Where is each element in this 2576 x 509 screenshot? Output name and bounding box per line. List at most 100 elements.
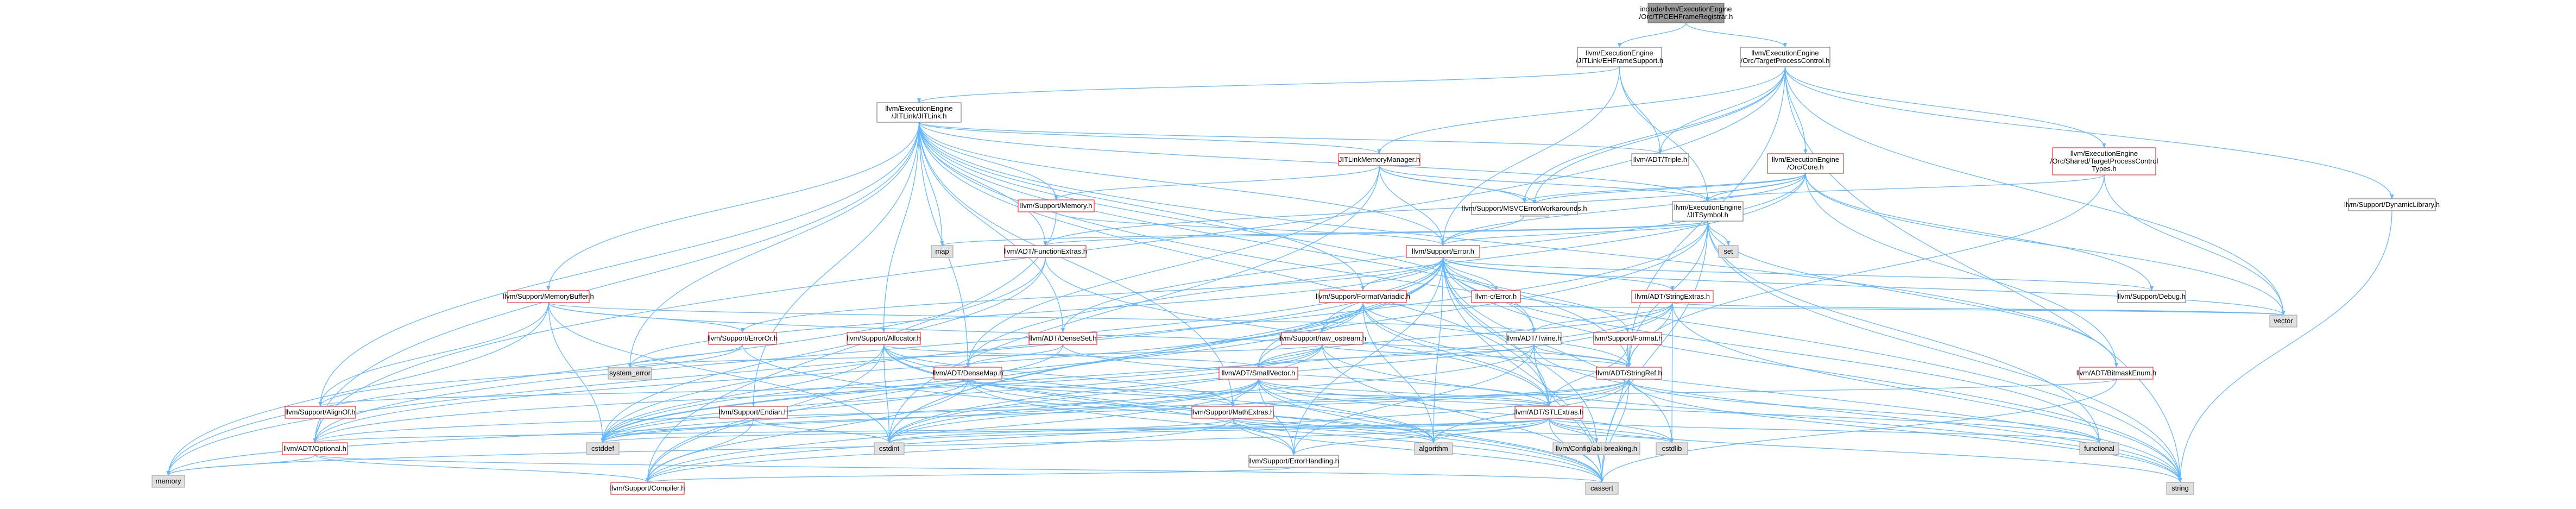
node-label: cstdint (879, 444, 900, 453)
edge-layer (166, 22, 2394, 483)
node-funcextras[interactable]: llvm/ADT/FunctionExtras.h (1003, 245, 1087, 258)
node-label: JITLinkMemoryManager.h (1338, 155, 1420, 164)
node-rawostream[interactable]: llvm/Support/raw_ostream.h (1278, 332, 1366, 345)
edge-dynlib-to-string (2178, 210, 2392, 483)
edge-stringextras-to-cstddef (601, 302, 1673, 443)
node-membuf[interactable]: llvm/Support/MemoryBuffer.h (503, 290, 594, 303)
node-jitlinkmem[interactable]: JITLinkMemoryManager.h (1338, 153, 1420, 166)
node-box (1585, 482, 1619, 495)
node-cstdlib: cstdlib (1656, 442, 1688, 455)
edge-jitlinkmem-to-future (1379, 165, 1537, 205)
edge-formatvariadic-to-vector (1362, 302, 2285, 316)
node-label: /JITSymbol.h (1687, 211, 1728, 219)
node-label: llvm/Support/ErrorHandling.h (1248, 457, 1339, 465)
node-debug[interactable]: llvm/Support/Debug.h (2117, 290, 2186, 303)
edge-orc_core-to-debug (1805, 173, 2154, 291)
edge-orc_tpc-to-jitlinkmem (1377, 66, 1786, 154)
edge-error-to-supformat (1442, 257, 1630, 333)
node-stlextras[interactable]: llvm/ADT/STLExtras.h (1514, 406, 1584, 419)
node-label: llvm/Support/Debug.h (2118, 292, 2186, 300)
node-label: llvm/Support/FormatVariadic.h (1316, 292, 1410, 300)
node-triple[interactable]: llvm/ADT/Triple.h (1631, 153, 1689, 166)
node-label: set (1723, 247, 1733, 255)
edge-orc_core-to-msvc (1523, 173, 1806, 203)
edge-orc_core-to-vector (1805, 173, 2285, 316)
node-stringref[interactable]: llvm/ADT/StringRef.h (1596, 367, 1662, 380)
node-orc_shared[interactable]: llvm/ExecutionEngine/Orc/Shared/TargetPr… (2050, 147, 2158, 175)
node-bitmaskenum[interactable]: llvm/ADT/BitmaskEnum.h (2076, 367, 2156, 380)
node-box (2117, 290, 2186, 303)
edge-smallvector-to-compiler (645, 379, 1259, 483)
node-endian[interactable]: llvm/Support/Endian.h (719, 406, 788, 419)
edge-rawostream-to-stringref (1322, 344, 1631, 368)
edge-jitlink_ehframe-to-jitlink_h (917, 66, 1620, 103)
node-orc_core[interactable]: llvm/ExecutionEngine/Orc/Core.h (1767, 153, 1844, 174)
node-densemap[interactable]: llvm/ADT/DenseMap.h (932, 367, 1003, 380)
node-supmem[interactable]: llvm/Support/Memory.h (1018, 199, 1095, 212)
node-alignof[interactable]: llvm/Support/AlignOf.h (285, 406, 356, 419)
edge-error-to-vector (1442, 257, 2285, 316)
edge-jitlink_ehframe-to-triple (1619, 66, 1663, 154)
node-box (1672, 201, 1744, 222)
node-errorhandling[interactable]: llvm/Support/ErrorHandling.h (1248, 455, 1339, 468)
edge-error-to-stlextras (1442, 257, 1551, 407)
node-erroror[interactable]: llvm/Support/ErrorOr.h (708, 332, 778, 345)
edge-formatvariadic-to-stlextras (1362, 302, 1551, 407)
node-label: map (935, 247, 949, 255)
node-stringextras[interactable]: llvm/ADT/StringExtras.h (1631, 290, 1714, 303)
edge-smallvector-to-cassert (1258, 379, 1604, 483)
edge-twine-to-stringref (1533, 344, 1631, 368)
node-functional: functional (2079, 442, 2119, 455)
edge-smallvector-to-algorithm (1258, 379, 1436, 443)
node-dynlib[interactable]: llvm/Support/DynamicLibrary.h (2344, 198, 2440, 211)
edge-error-to-systemerror (628, 257, 1444, 368)
edge-twine-to-errorhandling (1291, 344, 1535, 456)
node-label: llvm/ADT/Twine.h (1506, 334, 1561, 342)
node-jitlink_h[interactable]: llvm/ExecutionEngine/JITLink/JITLink.h (876, 102, 962, 123)
node-formatvariadic[interactable]: llvm/Support/FormatVariadic.h (1316, 290, 1410, 303)
node-jitlink_ehframe[interactable]: llvm/ExecutionEngine/JITLink/EHFrameSupp… (1576, 47, 1663, 67)
node-smallvector[interactable]: llvm/ADT/SmallVector.h (1218, 367, 1298, 380)
edge-error-to-cstdint (887, 257, 1444, 443)
node-label: llvm/Support/MemoryBuffer.h (503, 292, 594, 300)
edge-mathextras-to-errorhandling (1232, 418, 1296, 456)
edge-erroror-to-systemerror (628, 344, 743, 368)
node-box (1552, 442, 1640, 455)
node-denseset[interactable]: llvm/ADT/DenseSet.h (1028, 332, 1097, 345)
node-orc_tpc[interactable]: llvm/ExecutionEngine/Orc/TargetProcessCo… (1740, 47, 1830, 67)
node-compiler[interactable]: llvm/Support/Compiler.h (610, 482, 685, 495)
edge-densemap-to-cassert (967, 379, 1604, 483)
node-error[interactable]: llvm/Support/Error.h (1406, 245, 1480, 258)
node-label: llvm/Support/Error.h (1412, 247, 1474, 255)
edge-jitlinkmem-to-densemap (965, 165, 1380, 368)
node-label: llvm/Support/raw_ostream.h (1278, 334, 1366, 342)
node-box (719, 406, 788, 419)
node-optional[interactable]: llvm/ADT/Optional.h (282, 442, 348, 455)
node-cerror[interactable]: llvm-c/Error.h (1471, 290, 1521, 303)
node-label: memory (156, 477, 181, 485)
edge-stlextras-to-configbreak (1548, 418, 1599, 443)
node-cstddef: cstddef (586, 442, 620, 455)
node-msvc[interactable]: llvm/Support/MSVCErrorWorkarounds.h (1462, 202, 1587, 215)
node-jitsymbol[interactable]: llvm/ExecutionEngine/JITSymbol.h (1672, 201, 1744, 222)
node-label: llvm/ADT/Triple.h (1633, 155, 1687, 164)
node-box (1248, 455, 1339, 468)
edge-smallvector-to-functional (1258, 379, 2101, 443)
node-supformat[interactable]: llvm/Support/Format.h (1593, 332, 1663, 345)
node-label: /Orc/TPCEHFrameRegistrar.h (1639, 12, 1733, 21)
edge-allocator-to-cstdint (883, 344, 892, 443)
edge-stlextras-to-optional (313, 418, 1550, 443)
edge-error-to-erroror (741, 257, 1444, 333)
edge-jitlink_h-to-triple (918, 122, 1662, 154)
edge-denseset-to-cstddef (601, 344, 1064, 443)
edge-jitsymbol-to-bitmaskenum (1707, 221, 2119, 368)
node-twine[interactable]: llvm/ADT/Twine.h (1506, 332, 1562, 345)
edge-densemap-to-alignof (318, 379, 969, 407)
node-box (586, 442, 620, 455)
node-box (610, 482, 685, 495)
edge-funcextras-to-cstddef (601, 257, 1046, 443)
edge-error-to-stringextras (1442, 257, 1675, 291)
node-allocator[interactable]: llvm/Support/Allocator.h (847, 332, 921, 345)
node-mathextras[interactable]: llvm/Support/MathExtras.h (1191, 406, 1274, 419)
edge-stringextras-to-string (1672, 302, 2182, 483)
